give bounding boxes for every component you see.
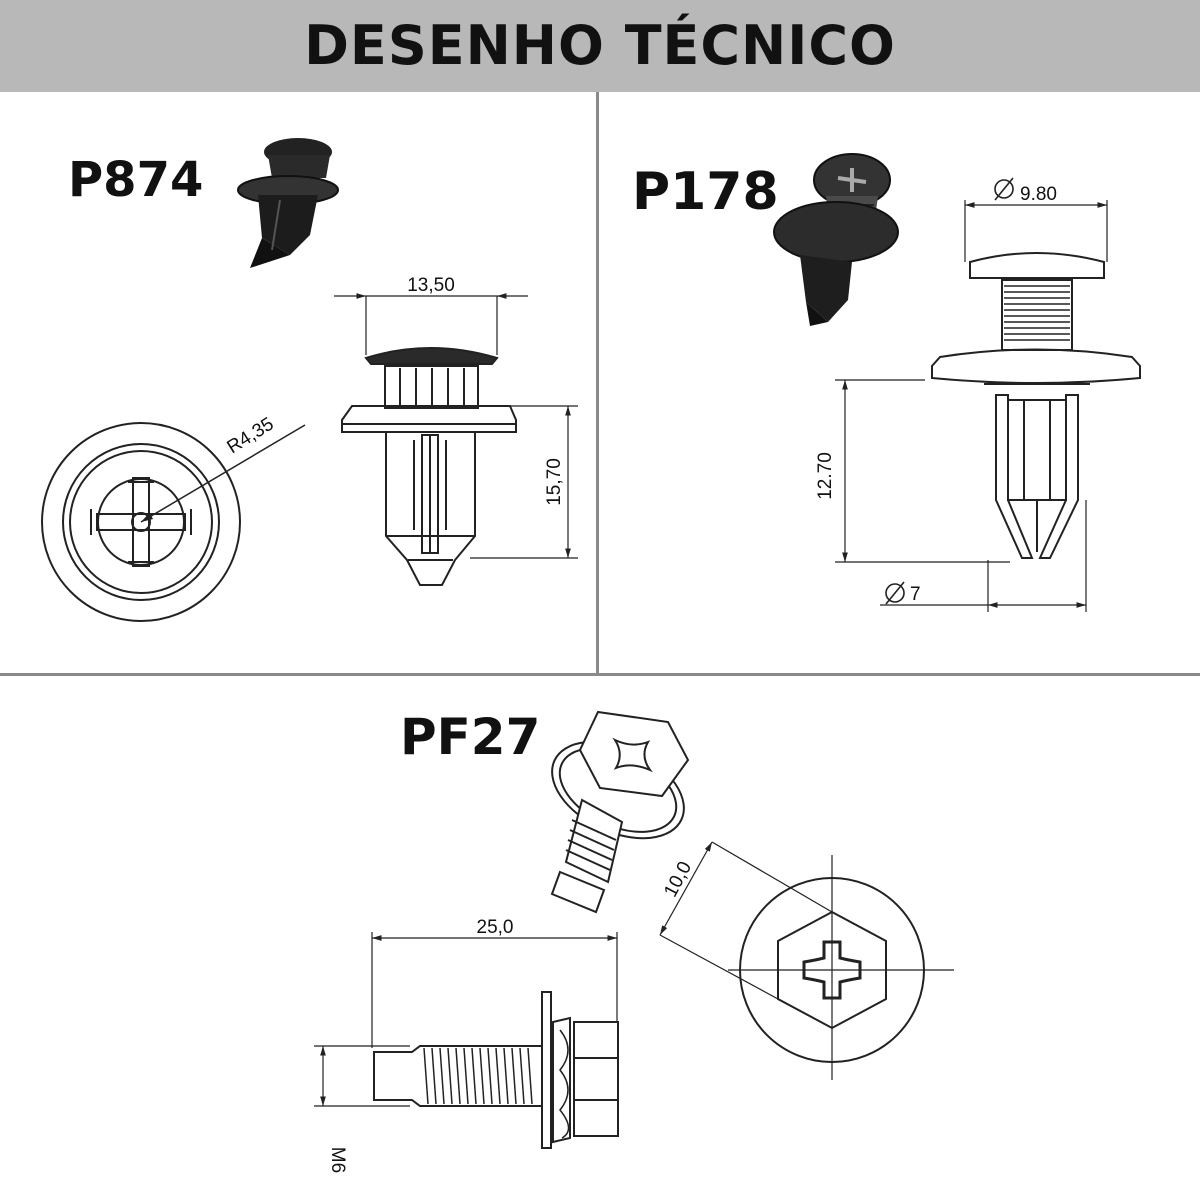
pf27-side-view (314, 932, 619, 1149)
p178-height-dim: 12.70 (815, 452, 836, 500)
horizontal-divider (0, 673, 1200, 676)
pf27-length-dim: 25,0 (477, 917, 514, 938)
p178-side-view (835, 177, 1141, 612)
p874-top-view (41, 422, 306, 622)
vertical-divider (596, 92, 599, 674)
part-code-p178: P178 (632, 162, 779, 222)
p874-height-dim: 15,70 (544, 458, 565, 506)
header-bar: DESENHO TÉCNICO (0, 0, 1200, 92)
p178-head-diameter-dim: 9.80 (1020, 184, 1057, 205)
pf27-thread-dim: M6 (327, 1147, 348, 1173)
part-code-p874: P874 (68, 152, 204, 208)
pf27-photo (550, 710, 690, 914)
page-title: DESENHO TÉCNICO (304, 14, 896, 77)
part-code-pf27: PF27 (400, 708, 541, 766)
p874-side-view (334, 293, 578, 586)
p874-width-dim: 13,50 (407, 275, 455, 296)
p874-photo (237, 138, 339, 268)
p874-radius-dim: R4,35 (224, 414, 278, 459)
pf27-top-view (659, 841, 954, 1080)
p178-body-diameter-dim: 7 (910, 584, 921, 605)
p178-photo (773, 153, 899, 326)
